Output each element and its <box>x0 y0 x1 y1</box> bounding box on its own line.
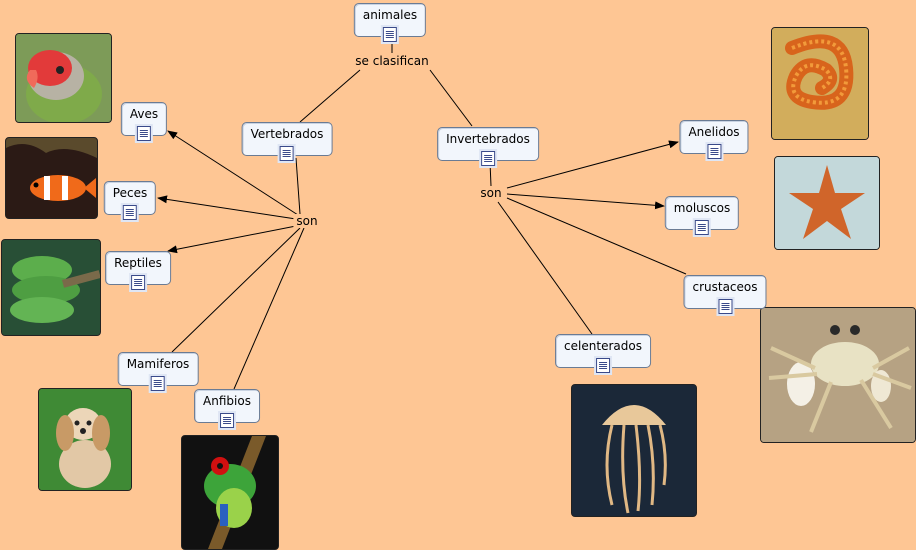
connection-son-invert-celenterados <box>498 202 592 334</box>
connection-son-vert-peces <box>158 198 296 219</box>
node-label: animales <box>363 8 417 22</box>
clownfish-image <box>6 138 97 218</box>
document-icon[interactable] <box>220 413 234 428</box>
jellyfish-photo <box>571 384 697 517</box>
starfish-photo <box>774 156 880 250</box>
connection-se-clasifican-vertebrados <box>300 70 360 122</box>
node-crustaceos[interactable]: crustaceos <box>683 275 766 309</box>
linking-phrase-son-invertebrados[interactable]: son <box>477 186 504 200</box>
document-icon[interactable] <box>695 220 709 235</box>
starfish-image <box>775 157 879 249</box>
worm-photo <box>771 27 869 140</box>
crab-photo <box>760 307 916 443</box>
node-label: Peces <box>113 186 147 200</box>
node-celenterados[interactable]: celenterados <box>555 334 651 368</box>
document-icon[interactable] <box>718 299 732 314</box>
crab-image <box>761 308 915 442</box>
puppy-photo <box>38 388 132 491</box>
node-label: Anfibios <box>203 394 251 408</box>
node-label: Invertebrados <box>446 132 530 146</box>
node-label: Vertebrados <box>251 127 324 141</box>
document-icon[interactable] <box>131 275 145 290</box>
snake-image <box>2 240 100 335</box>
node-reptiles[interactable]: Reptiles <box>105 251 171 285</box>
document-icon[interactable] <box>596 358 610 373</box>
node-invertebrados[interactable]: Invertebrados <box>437 127 539 161</box>
document-icon[interactable] <box>383 27 397 42</box>
node-label: Mamiferos <box>127 357 190 371</box>
connection-vertebrados-son-vert <box>296 158 300 214</box>
connection-son-vert-reptiles <box>168 226 296 251</box>
node-mamiferos[interactable]: Mamiferos <box>118 352 199 386</box>
document-icon[interactable] <box>481 151 495 166</box>
connection-se-clasifican-invertebrados <box>430 70 472 126</box>
document-icon[interactable] <box>123 205 137 220</box>
puppy-image <box>39 389 131 490</box>
node-moluscos[interactable]: moluscos <box>665 196 739 230</box>
node-label: Reptiles <box>114 256 162 270</box>
document-icon[interactable] <box>280 146 294 161</box>
linking-phrase-son-vertebrados[interactable]: son <box>293 214 320 228</box>
parrot-image <box>16 34 111 122</box>
node-label: celenterados <box>564 339 642 353</box>
node-peces[interactable]: Peces <box>104 181 156 215</box>
node-aves[interactable]: Aves <box>121 102 167 136</box>
node-label: Aves <box>130 107 158 121</box>
jellyfish-image <box>572 385 696 516</box>
worm-image <box>772 28 868 139</box>
node-anelidos[interactable]: Anelidos <box>679 120 748 154</box>
connection-son-vert-anfibios <box>234 228 304 389</box>
node-animales[interactable]: animales <box>354 3 426 37</box>
clownfish-photo <box>5 137 98 219</box>
node-label: Anelidos <box>688 125 739 139</box>
node-vertebrados[interactable]: Vertebrados <box>242 122 333 156</box>
document-icon[interactable] <box>137 126 151 141</box>
frog-photo <box>181 435 279 550</box>
node-label: moluscos <box>674 201 730 215</box>
document-icon[interactable] <box>151 376 165 391</box>
node-anfibios[interactable]: Anfibios <box>194 389 260 423</box>
snake-photo <box>1 239 101 336</box>
document-icon[interactable] <box>707 144 721 159</box>
node-label: crustaceos <box>692 280 757 294</box>
parrot-photo <box>15 33 112 123</box>
linking-phrase-se-clasifican[interactable]: se clasifican <box>352 54 431 68</box>
connection-son-invert-moluscos <box>507 194 664 206</box>
frog-image <box>182 436 278 549</box>
connection-son-invert-crustaceos <box>507 198 686 274</box>
